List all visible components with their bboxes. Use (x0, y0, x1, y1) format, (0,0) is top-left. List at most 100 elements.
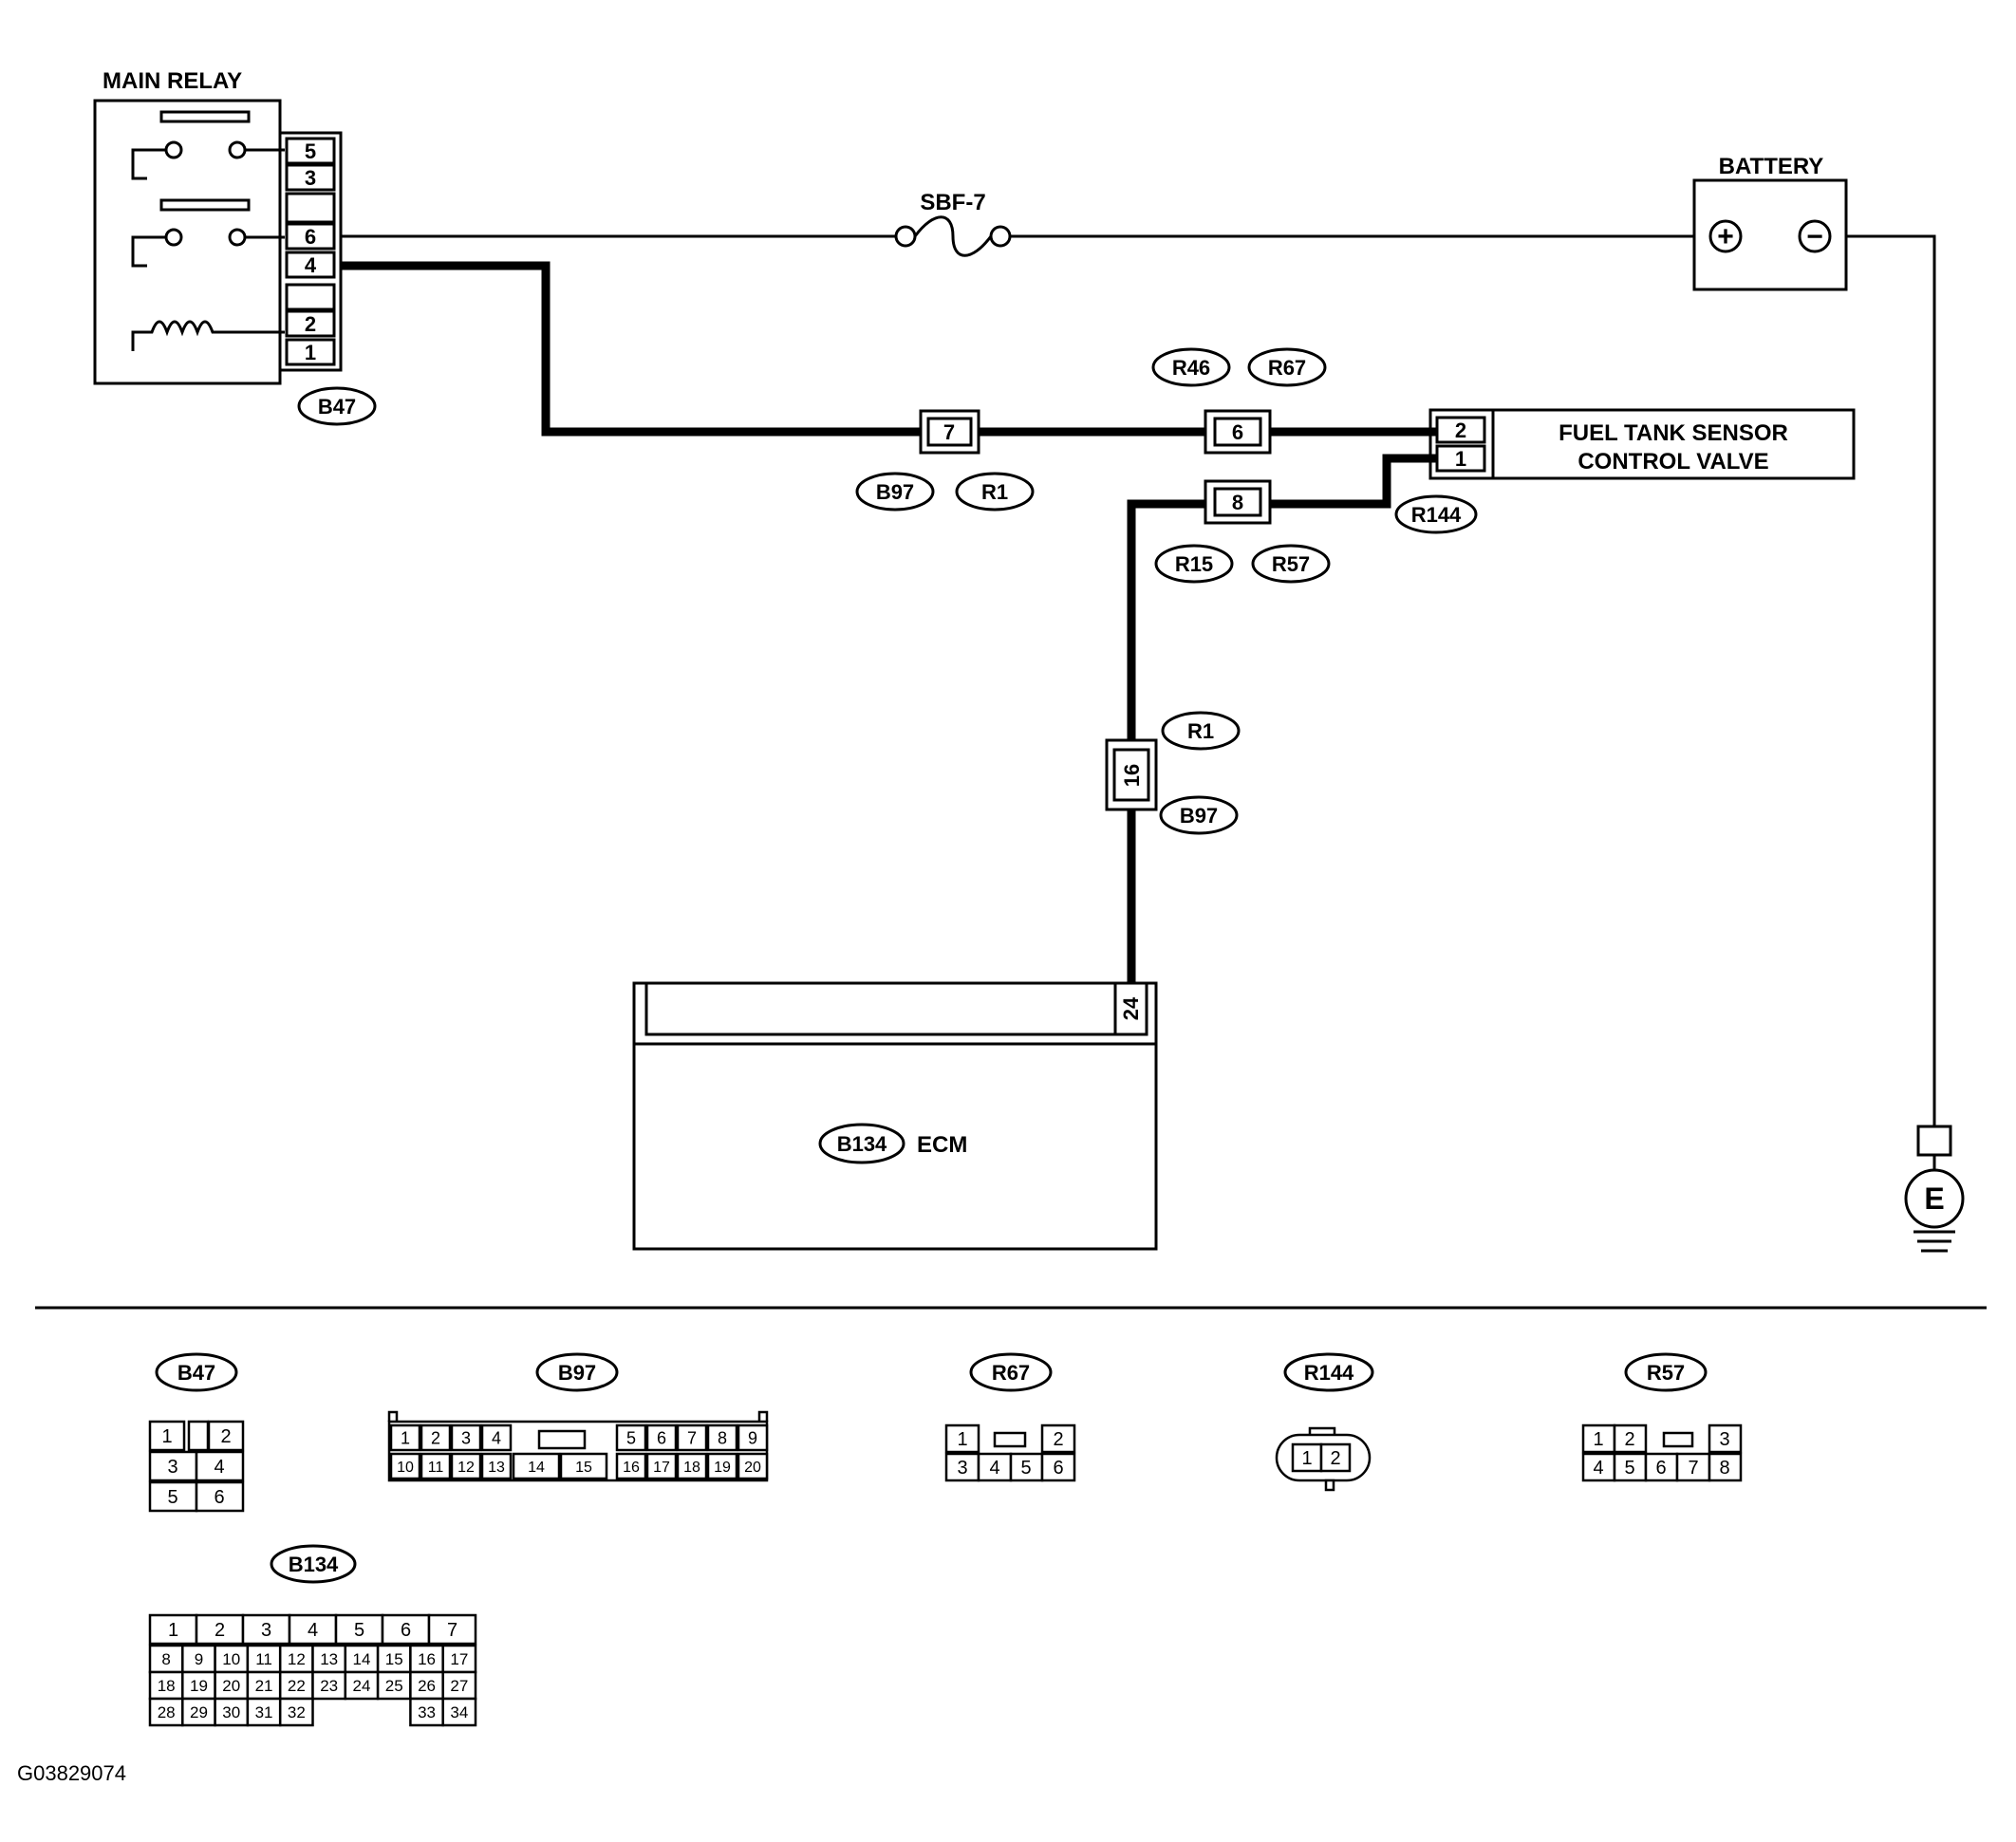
r57-pin-3: 3 (1719, 1429, 1729, 1450)
connector-tag-b134-label: B134 (837, 1132, 887, 1156)
b97-pin-20-cell (737, 1452, 769, 1480)
ecm-label: ECM (917, 1132, 967, 1158)
relay-pin-1: 1 (305, 341, 316, 364)
b134-pin-17: 17 (450, 1650, 468, 1668)
r67-pin-4: 4 (989, 1458, 999, 1479)
r57-pin-1: 1 (1593, 1429, 1603, 1450)
b97-pin-3: 3 (461, 1428, 471, 1447)
battery-label: BATTERY (1719, 154, 1824, 179)
fuse-element (913, 215, 993, 257)
connector-view-b134-title: B134 (289, 1553, 339, 1576)
b134-pin-1: 1 (168, 1620, 178, 1641)
b47-pin-1: 1 (161, 1426, 172, 1447)
fuse-terminal-left (894, 225, 917, 248)
b134-pin-24: 24 (352, 1677, 370, 1695)
connector-tag-r15 (1154, 544, 1234, 584)
connector-tag-r1-lower (1161, 711, 1241, 751)
battery-plus-terminal (1708, 219, 1743, 253)
b97-pin-15-cell (559, 1452, 608, 1480)
r67-pin-2: 2 (1053, 1429, 1063, 1450)
connector-tag-r67-label: R67 (1268, 356, 1306, 380)
connector-tag-r1-lower-label: R1 (1187, 719, 1214, 743)
r57-pin-8: 8 (1719, 1458, 1729, 1479)
b134-pin-22: 22 (288, 1677, 306, 1695)
r67-pin-1: 1 (957, 1429, 967, 1450)
b134-pin-4: 4 (308, 1620, 318, 1641)
battery: BATTERY + − (1692, 154, 1848, 291)
b97-pin-16: 16 (623, 1460, 640, 1476)
b134-pin-3: 3 (261, 1620, 271, 1641)
wire-relay4-to-valve2 (341, 261, 1437, 437)
r57-pin-5: 5 (1624, 1458, 1634, 1479)
connector-view-r57-title: R57 (1647, 1361, 1685, 1385)
b134-pin-20: 20 (222, 1677, 240, 1695)
relay-lead-2 (131, 235, 285, 268)
relay-coil (131, 320, 285, 351)
connector-tag-r57-label: R57 (1272, 552, 1310, 576)
b97-pin-2-cell (420, 1423, 452, 1452)
b134-pin-6: 6 (401, 1620, 411, 1641)
b97-pin-19-cell (706, 1452, 738, 1480)
r57-pin-6: 6 (1655, 1458, 1666, 1479)
b134-pin-29: 29 (190, 1703, 208, 1721)
b134-pin-28: 28 (158, 1703, 176, 1721)
main-relay: MAIN RELAY 5 3 6 4 2 1 B47 (93, 68, 377, 426)
connector-view-r57: R57 1 2 3 4 5 6 7 8 (1581, 1352, 1743, 1482)
b134-pin-21: 21 (255, 1677, 273, 1695)
relay-pin-6: 6 (305, 225, 316, 249)
b97-pin-1: 1 (401, 1428, 410, 1447)
connector-tag-b97 (855, 472, 935, 512)
b97-pin-13: 13 (488, 1460, 505, 1476)
b134-pin-19: 19 (190, 1677, 208, 1695)
b97-pin-5: 5 (626, 1428, 636, 1447)
b97-pin-6: 6 (657, 1428, 666, 1447)
b97-pin-20: 20 (744, 1460, 761, 1476)
b47-pin-2: 2 (220, 1426, 231, 1447)
fuel-tank-sensor-control-valve: 2 1 FUEL TANK SENSOR CONTROL VALVE R144 (1394, 408, 1856, 534)
b134-pin-2: 2 (215, 1620, 225, 1641)
b97-pin-5-cell (615, 1423, 647, 1452)
b47-pin-4: 4 (214, 1457, 224, 1478)
b134-pin-12-cell (278, 1644, 314, 1674)
b97-pin-12: 12 (457, 1460, 475, 1476)
r67-pin-3: 3 (957, 1458, 967, 1479)
ground-label: E (1924, 1181, 1944, 1216)
main-relay-body (93, 99, 282, 385)
b97-pin-12-cell (450, 1452, 482, 1480)
inline-connector-pin-6-label: 6 (1232, 420, 1243, 444)
b134-pin-3-cell (241, 1613, 291, 1646)
b134-pin-29-cell (181, 1697, 216, 1727)
b134-pin-32: 32 (288, 1703, 306, 1721)
connector-tag-r144 (1394, 494, 1478, 534)
r144-pin-1: 1 (1301, 1448, 1312, 1469)
b97-pin-19: 19 (714, 1460, 731, 1476)
b134-pin-5: 5 (354, 1620, 364, 1641)
battery-minus-terminal (1798, 219, 1832, 253)
r144-pin-2: 2 (1330, 1448, 1340, 1469)
r57-pin-4: 4 (1593, 1458, 1603, 1479)
b134-pin-26: 26 (418, 1677, 436, 1695)
connector-tag-b47-label: B47 (318, 395, 356, 419)
b97-pin-6-cell (645, 1423, 678, 1452)
connector-tag-b97-lower (1159, 795, 1239, 835)
r57-pin-7: 7 (1688, 1458, 1698, 1479)
b97-pin-15: 15 (575, 1460, 592, 1476)
b134-pin-15: 15 (385, 1650, 403, 1668)
b97-pin-9: 9 (748, 1428, 757, 1447)
b134-pin-12: 12 (288, 1650, 306, 1668)
r57-pin-2: 2 (1624, 1429, 1634, 1450)
connector-view-r67: R67 1 2 3 4 5 6 (944, 1352, 1076, 1482)
wire-valve1-to-ecm24 (1127, 454, 1437, 983)
connector-view-b47-title: B47 (177, 1361, 215, 1385)
b97-pin-14-cell (512, 1452, 561, 1480)
b97-pin-18: 18 (683, 1460, 700, 1476)
connector-tag-r57 (1251, 544, 1331, 584)
b134-pin-13: 13 (320, 1650, 338, 1668)
b134-pin-27-cell (441, 1670, 477, 1701)
relay-contact-2a (164, 228, 183, 247)
connector-tag-r46-label: R46 (1172, 356, 1210, 380)
